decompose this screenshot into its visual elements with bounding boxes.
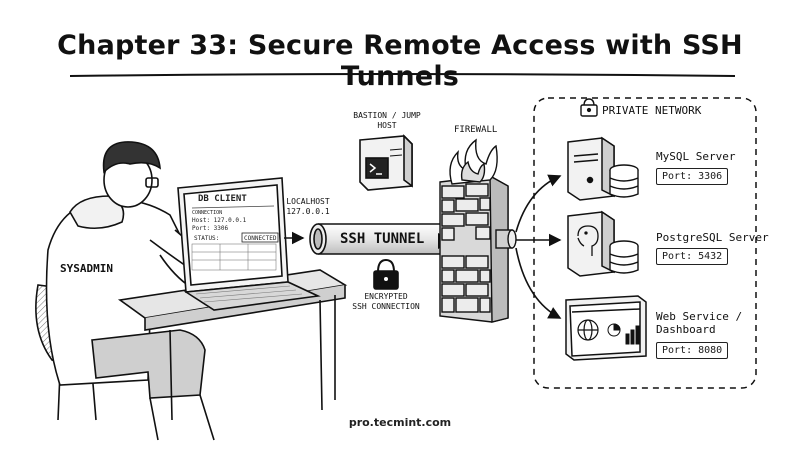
encrypted-label: ENCRYPTED SSH CONNECTION: [344, 292, 428, 312]
db-client-host: Host: 127.0.0.1: [192, 217, 246, 224]
bastion-label: BASTION / JUMP HOST: [348, 111, 426, 131]
postgres-server-icon: [568, 212, 614, 276]
arrows-to-servers: [516, 176, 560, 318]
database-icon: [610, 241, 638, 273]
web-service-name: Web Service / Dashboard: [656, 310, 742, 336]
localhost-line1: LOCALHOST: [278, 197, 338, 207]
encrypted-line2: SSH CONNECTION: [344, 302, 428, 312]
firewall-label: FIREWALL: [454, 125, 497, 135]
database-icon: [610, 165, 638, 197]
padlock-icon: [581, 99, 597, 116]
db-client-port: Port: 3306: [192, 225, 228, 232]
postgres-port-badge: Port: 5432: [656, 248, 728, 265]
mysql-server-icon: [568, 138, 614, 200]
localhost-line2: 127.0.0.1: [278, 207, 338, 217]
lock-icon: [374, 260, 398, 289]
ssh-tunnel-label: SSH TUNNEL: [340, 231, 424, 247]
web-service-port-badge: Port: 8080: [656, 342, 728, 359]
db-client-connection-label: CONNECTION: [192, 210, 222, 216]
db-client-status-value: CONNECTED: [244, 235, 277, 242]
footer-credit: pro.tecmint.com: [0, 416, 800, 429]
encrypted-line1: ENCRYPTED: [344, 292, 428, 302]
db-client-title: DB CLIENT: [198, 194, 247, 204]
flame-icon: [450, 140, 497, 184]
web-service-name-line2: Dashboard: [656, 323, 742, 336]
postgres-server-name: PostgreSQL Server: [656, 231, 769, 244]
bastion-line2: HOST: [348, 121, 426, 131]
bastion-line1: BASTION / JUMP: [348, 111, 426, 121]
localhost-label: LOCALHOST 127.0.0.1: [278, 197, 338, 217]
sysadmin-label: SYSADMIN: [60, 262, 113, 275]
bastion-server: [360, 136, 412, 190]
mysql-server-name: MySQL Server: [656, 150, 735, 163]
db-client-status-label: STATUS:: [194, 235, 219, 242]
globe-icon: [578, 320, 598, 340]
mysql-port-badge: Port: 3306: [656, 168, 728, 185]
page-title: Chapter 33: Secure Remote Access with SS…: [0, 30, 800, 92]
firewall-wall: [440, 176, 508, 322]
private-network-label: PRIVATE NETWORK: [602, 104, 701, 117]
web-service-name-line1: Web Service /: [656, 310, 742, 323]
